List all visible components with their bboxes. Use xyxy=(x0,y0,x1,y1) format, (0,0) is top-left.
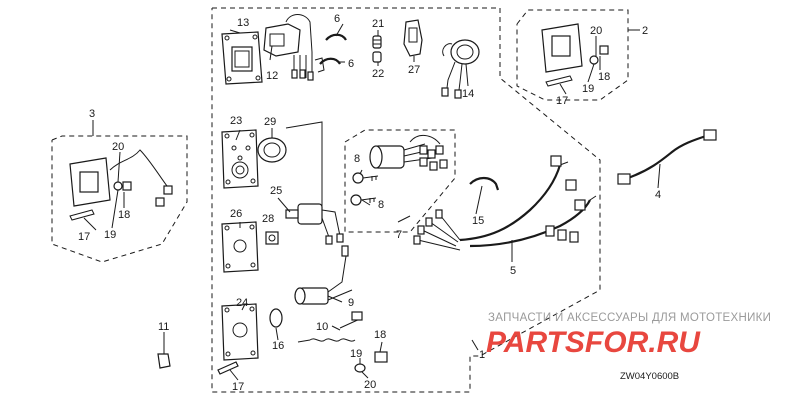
nut-28 xyxy=(265,231,279,245)
cord-10 xyxy=(297,311,363,343)
bolt-21 xyxy=(372,35,382,49)
callout-9: 9 xyxy=(348,297,354,309)
callout-29: 29 xyxy=(264,116,276,128)
callout-8: 8 xyxy=(378,199,384,211)
key-8a xyxy=(352,172,379,184)
wire-4 xyxy=(617,129,717,185)
nut-18a xyxy=(374,351,388,363)
callout-22: 22 xyxy=(372,68,384,80)
panel-13 xyxy=(221,31,263,85)
switch-2 xyxy=(541,23,609,87)
callout-27: 27 xyxy=(408,64,420,76)
callout-18: 18 xyxy=(374,329,386,341)
callout-19: 19 xyxy=(582,83,594,95)
panel-23 xyxy=(221,129,259,189)
switch-12 xyxy=(263,14,325,81)
callout-1: 1 xyxy=(479,349,485,361)
callout-20: 20 xyxy=(590,25,602,37)
watermark-logo: PARTSFOR.RU xyxy=(486,326,701,359)
callout-19: 19 xyxy=(350,348,362,360)
callout-20: 20 xyxy=(112,141,124,153)
callout-6: 6 xyxy=(348,58,354,70)
leader-lines xyxy=(83,23,661,381)
callout-13: 13 xyxy=(237,17,249,29)
switch-3 xyxy=(69,149,173,221)
panel-26 xyxy=(221,221,259,273)
grommet-29 xyxy=(257,137,287,163)
switch-25 xyxy=(285,203,344,245)
clip-11 xyxy=(157,353,171,369)
clip-15 xyxy=(469,176,500,191)
callout-6: 6 xyxy=(334,13,340,25)
bolt-22 xyxy=(372,51,382,63)
callout-18: 18 xyxy=(598,71,610,83)
callout-25: 25 xyxy=(270,185,282,197)
callout-16: 16 xyxy=(272,340,284,352)
boot-27 xyxy=(403,19,423,57)
buzzer-14 xyxy=(441,39,480,99)
callout-14: 14 xyxy=(462,88,474,100)
callout-17: 17 xyxy=(232,381,244,393)
diagram-code: ZW04Y0600B xyxy=(620,371,679,382)
watermark-tagline: ЗАПЧАСТИ И АКСЕССУАРЫ ДЛЯ МОТОТЕХНИКИ xyxy=(488,312,771,324)
wire-harness-5 xyxy=(413,155,597,251)
callout-4: 4 xyxy=(655,189,661,201)
callout-19: 19 xyxy=(104,229,116,241)
callout-17: 17 xyxy=(78,231,90,243)
callout-21: 21 xyxy=(372,18,384,30)
washer-19a xyxy=(354,363,366,373)
callout-11: 11 xyxy=(158,321,169,333)
callout-10: 10 xyxy=(316,321,328,333)
ignition-switch-7 xyxy=(369,135,448,171)
callout-labels: 13 12 6 6 21 22 27 14 23 29 8 8 7 15 5 2… xyxy=(78,13,661,393)
callout-2: 2 xyxy=(642,25,648,37)
callout-26: 26 xyxy=(230,208,242,220)
panel-24 xyxy=(221,303,259,361)
switch-9 xyxy=(294,245,353,305)
callout-24: 24 xyxy=(236,297,248,309)
callout-28: 28 xyxy=(262,213,274,225)
assembly-boundary-3 xyxy=(51,135,188,263)
callout-20: 20 xyxy=(364,379,376,391)
assembly-boundary-main xyxy=(211,7,601,393)
callout-8: 8 xyxy=(354,153,360,165)
callout-15: 15 xyxy=(472,215,484,227)
callout-23: 23 xyxy=(230,115,242,127)
callout-7: 7 xyxy=(396,229,402,241)
callout-17: 17 xyxy=(556,95,568,107)
key-8b xyxy=(350,194,377,206)
screw-17a xyxy=(217,361,239,375)
callout-12: 12 xyxy=(266,70,278,82)
callout-5: 5 xyxy=(510,265,516,277)
washer-16 xyxy=(269,308,283,328)
callout-3: 3 xyxy=(89,108,95,120)
callout-18: 18 xyxy=(118,209,130,221)
